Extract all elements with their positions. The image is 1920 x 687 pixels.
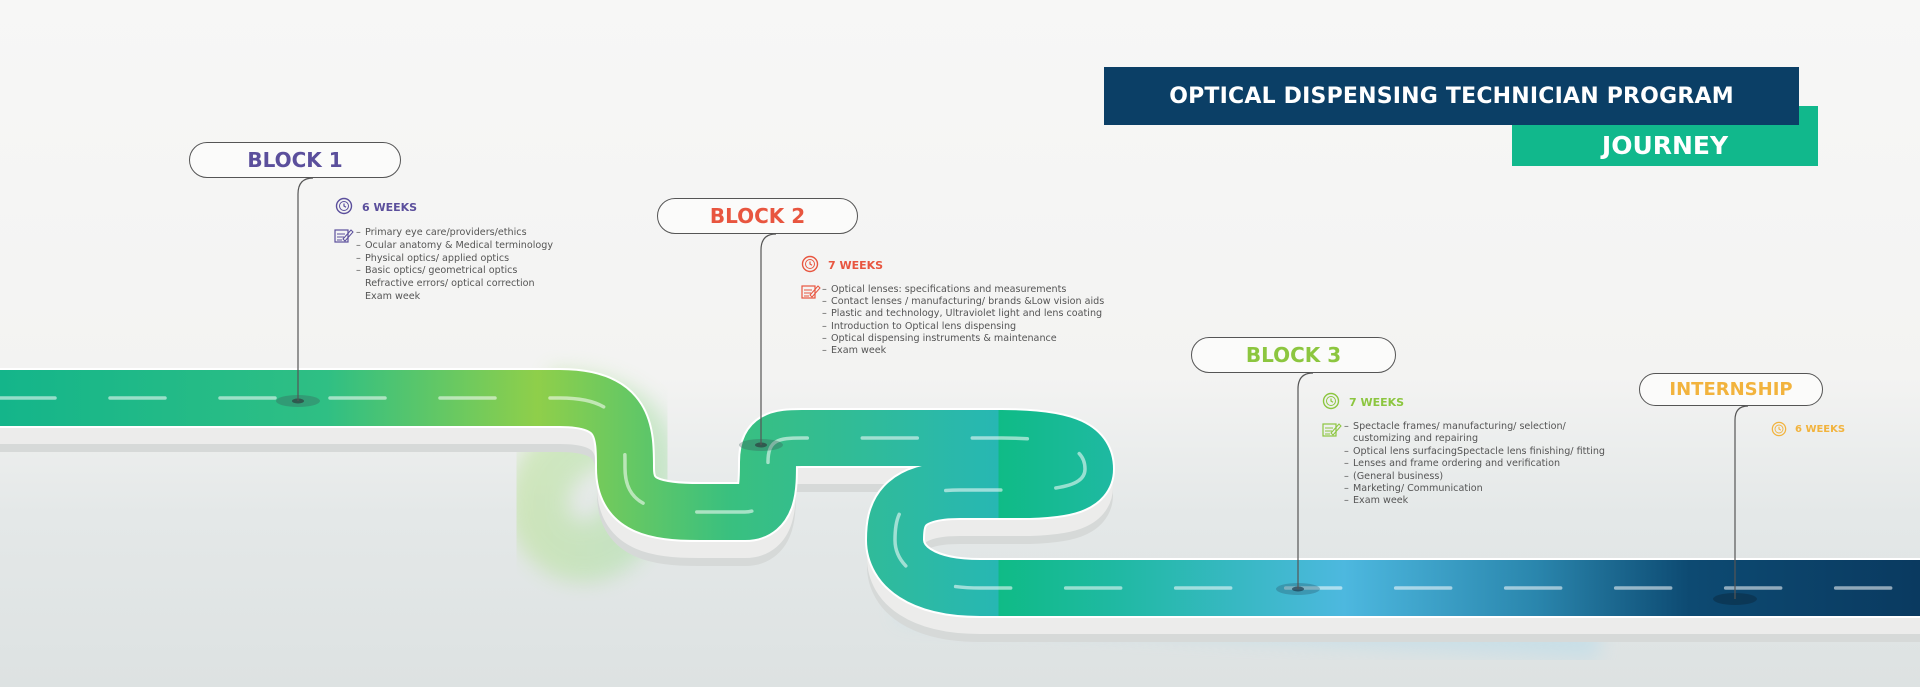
clock-icon bbox=[801, 255, 819, 273]
block-1-title: BLOCK 1 bbox=[247, 148, 343, 172]
list-item: Exam week bbox=[365, 290, 421, 302]
connector-line-block-1 bbox=[297, 177, 314, 401]
list-item: Exam week bbox=[822, 345, 1104, 357]
block-2-label-pill: BLOCK 2 bbox=[657, 198, 858, 234]
lane-markings bbox=[0, 396, 1920, 590]
connector-line-internship bbox=[1734, 405, 1749, 599]
connector-line-block-3 bbox=[1297, 372, 1314, 589]
notes-icon bbox=[334, 229, 354, 243]
connector-line-block-2 bbox=[760, 233, 777, 445]
internship-label-pill: INTERNSHIP bbox=[1639, 373, 1823, 406]
list-item: Marketing/ Communication bbox=[1344, 483, 1614, 496]
list-item: Exam week bbox=[1344, 495, 1614, 508]
internship-title: INTERNSHIP bbox=[1669, 379, 1793, 400]
list-item: Physical optics/ applied optics bbox=[356, 253, 553, 266]
block-3-topics: Spectacle frames/ manufacturing/ selecti… bbox=[1344, 421, 1614, 508]
block-2-duration: 7 WEEKS bbox=[828, 259, 884, 272]
notes-icon bbox=[1322, 423, 1342, 437]
block-2-topics: Optical lenses: specifications and measu… bbox=[822, 284, 1104, 357]
list-item: Optical lenses: specifications and measu… bbox=[822, 284, 1104, 296]
program-title-banner: OPTICAL DISPENSING TECHNICIAN PROGRAM bbox=[1104, 67, 1799, 125]
notes-icon bbox=[801, 285, 821, 299]
list-item: Spectacle frames/ manufacturing/ selecti… bbox=[1344, 421, 1614, 446]
list-item: Lenses and frame ordering and verificati… bbox=[1344, 458, 1614, 471]
block-1-label-pill: BLOCK 1 bbox=[189, 142, 401, 178]
list-item: Optical dispensing instruments & mainten… bbox=[822, 333, 1104, 345]
list-item: (General business) bbox=[1344, 471, 1614, 484]
block-1-topics: Primary eye care/providers/ethics Ocular… bbox=[356, 227, 553, 304]
block-3-label-pill: BLOCK 3 bbox=[1191, 337, 1396, 373]
list-item: Introduction to Optical lens dispensing bbox=[822, 321, 1104, 333]
list-item: Plastic and technology, Ultraviolet ligh… bbox=[822, 308, 1104, 320]
list-item: Basic optics/ geometrical optics bbox=[356, 265, 553, 278]
clock-icon bbox=[1771, 421, 1787, 437]
block-3-title: BLOCK 3 bbox=[1245, 343, 1342, 367]
block-3-duration: 7 WEEKS bbox=[1349, 396, 1405, 409]
journey-label: JOURNEY bbox=[1601, 131, 1729, 160]
list-item: Contact lenses / manufacturing/ brands &… bbox=[822, 296, 1104, 308]
list-item: Refractive errors/ optical correction bbox=[365, 278, 535, 290]
program-title: OPTICAL DISPENSING TECHNICIAN PROGRAM bbox=[1169, 83, 1734, 109]
clock-icon bbox=[1322, 392, 1340, 410]
list-item: Ocular anatomy & Medical terminology bbox=[356, 240, 553, 253]
list-item: Primary eye care/providers/ethics bbox=[356, 227, 553, 240]
list-item: Optical lens surfacingSpectacle lens fin… bbox=[1344, 446, 1614, 459]
block-2-title: BLOCK 2 bbox=[709, 204, 806, 228]
clock-icon bbox=[335, 197, 353, 215]
block-1-duration: 6 WEEKS bbox=[362, 201, 418, 214]
internship-duration: 6 WEEKS bbox=[1795, 424, 1846, 435]
